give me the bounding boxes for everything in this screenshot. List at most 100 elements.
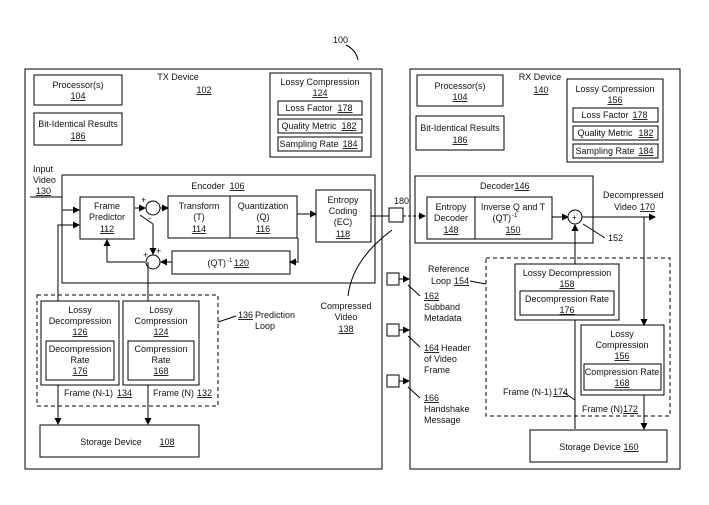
tx-loss-factor-label: Loss Factor bbox=[285, 103, 332, 113]
decoder-label: Decoder bbox=[480, 181, 514, 191]
frame-predictor-number: 112 bbox=[100, 224, 114, 234]
transform-label-2: (T) bbox=[193, 212, 205, 222]
rx-lossy-comp2-label-1: Lossy bbox=[610, 329, 634, 339]
rx-processor-label: Processor(s) bbox=[434, 81, 485, 91]
ref-loop-leader bbox=[469, 280, 487, 285]
num-152: 152 bbox=[608, 233, 623, 243]
encoder-frame bbox=[61, 174, 376, 284]
inverse-rx-label-1: Inverse Q and T bbox=[481, 202, 546, 212]
entropy-decoder-box bbox=[426, 196, 476, 240]
frame-predictor-label-2: Predictor bbox=[89, 212, 125, 222]
inverse-qt-number: 120 bbox=[234, 258, 249, 268]
header-label-2: of Video bbox=[424, 354, 457, 364]
rx-loss-factor-box bbox=[572, 107, 659, 123]
minus-sign: - bbox=[148, 213, 151, 223]
header-packet-icon bbox=[386, 323, 400, 337]
inverse-qt-sup: -1 bbox=[227, 258, 233, 264]
num-180: 180 bbox=[394, 196, 409, 206]
plus-sign-3: + bbox=[156, 246, 161, 256]
rx-device-title: RX Device bbox=[519, 72, 562, 82]
handshake-label-1: Handshake bbox=[424, 404, 470, 414]
rx-frame-n1-leader bbox=[562, 391, 576, 401]
transform-label-1: Transform bbox=[179, 201, 220, 211]
entropy-decoder-label-1: Entropy bbox=[435, 202, 467, 212]
tx-storage-number: 108 bbox=[159, 437, 174, 447]
tx-processor-number: 104 bbox=[70, 91, 85, 101]
tx-device-number: 102 bbox=[196, 85, 211, 95]
tx-lossy-decomp-label-2: Decompression bbox=[49, 316, 112, 326]
tx-lossy-comp2-number: 124 bbox=[153, 327, 168, 337]
rx-lossy-comp2-label-2: Compression bbox=[595, 340, 648, 350]
tx-storage-label: Storage Device bbox=[80, 437, 142, 447]
ref-loop-label-1: Reference bbox=[428, 264, 470, 274]
header-label-3: Frame bbox=[424, 365, 450, 375]
rx-bit-identical-label: Bit-Identical Results bbox=[420, 123, 500, 133]
figure-number: 100 bbox=[333, 35, 348, 45]
tx-decomp-rate-label-2: Rate bbox=[70, 355, 89, 365]
rx-decomp-rate-label: Decompression Rate bbox=[525, 294, 609, 304]
rx-quality-metric-label: Quality Metric bbox=[577, 128, 633, 138]
tx-decomp-rate-box bbox=[45, 340, 115, 381]
rx-decomp-rate-box bbox=[519, 290, 615, 316]
rx-bit-identical-number: 186 bbox=[452, 135, 467, 145]
handshake-number: 166 bbox=[424, 393, 439, 403]
rx-comp-rate-number: 168 bbox=[614, 378, 629, 388]
predictor-diag-line bbox=[139, 214, 154, 225]
rx-bit-identical-box bbox=[415, 115, 505, 151]
tx-decomp-rate-number: 176 bbox=[72, 366, 87, 376]
tx-sampling-rate-label: Sampling Rate bbox=[279, 139, 338, 149]
quantization-label-2: (Q) bbox=[257, 212, 270, 222]
tx-bit-identical-label: Bit-Identical Results bbox=[38, 119, 118, 129]
rx-storage-label: Storage Device bbox=[559, 442, 621, 452]
prediction-loop-number: 136 bbox=[238, 310, 253, 320]
subband-label-1: Subband bbox=[424, 302, 460, 312]
rx-processor-number: 104 bbox=[452, 92, 467, 102]
header-number: 164 bbox=[424, 343, 439, 353]
tx-comp-rate-box bbox=[127, 340, 195, 381]
tx-lossy-comp2-label-2: Compression bbox=[134, 316, 187, 326]
entropy-label-1: Entropy bbox=[327, 195, 359, 205]
rx-quality-metric-number: 182 bbox=[638, 128, 653, 138]
prediction-loop-frame bbox=[36, 294, 219, 407]
entropy-decoder-label-2: Decoder bbox=[434, 213, 468, 223]
rx-lossy-decomp-number: 158 bbox=[559, 279, 574, 289]
tx-lossy-decomp-label-1: Lossy bbox=[68, 305, 92, 315]
frame-predictor-label-1: Frame bbox=[94, 201, 120, 211]
decoder-frame bbox=[414, 175, 594, 244]
rx-sampling-rate-label: Sampling Rate bbox=[575, 146, 634, 156]
encoder-number: 106 bbox=[229, 181, 244, 191]
rx-device-frame bbox=[409, 68, 681, 470]
handshake-packet-icon bbox=[386, 374, 400, 388]
input-video-label-1: Input bbox=[33, 164, 54, 174]
tx-frame-n1-number: 134 bbox=[117, 388, 132, 398]
quant-to-inverse-arrow bbox=[289, 238, 299, 266]
rx-comp-rate-label: Compression Rate bbox=[585, 367, 660, 377]
prediction-loop-label-2: Loop bbox=[255, 321, 275, 331]
compressed-label-1: Compressed bbox=[320, 301, 371, 311]
inverse-rx-sup: -1 bbox=[512, 213, 518, 219]
tx-bit-identical-box bbox=[33, 112, 123, 146]
compressed-label-2: Video bbox=[335, 312, 358, 322]
tx-comp-rate-label-1: Compression bbox=[134, 344, 187, 354]
subband-label-2: Metadata bbox=[424, 313, 462, 323]
plus-sign: + bbox=[141, 195, 146, 205]
tx-lossy-compression-number: 124 bbox=[312, 88, 327, 98]
rx-quality-metric-box bbox=[572, 125, 659, 141]
tx-lossy-compression-label: Lossy Compression bbox=[280, 77, 359, 87]
inverse-qt-rx-box bbox=[474, 196, 553, 240]
tx-processor-box bbox=[33, 74, 123, 106]
junction-to-predictor-arrow bbox=[103, 239, 145, 263]
tx-processor-label: Processor(s) bbox=[52, 80, 103, 90]
tx-quality-metric-box bbox=[277, 118, 363, 134]
rx-storage-box bbox=[529, 429, 668, 463]
rx-lossy-compression-label: Lossy Compression bbox=[575, 84, 654, 94]
rx-lossy-compression-number: 156 bbox=[607, 95, 622, 105]
rx-comp-rate-box bbox=[583, 363, 662, 391]
quantization-label-1: Quantization bbox=[238, 201, 289, 211]
rx-frame-n-number: 172 bbox=[623, 404, 638, 414]
rx-frame-n1-label: Frame (N-1) bbox=[503, 387, 552, 397]
ref-loop-number: 154 bbox=[454, 276, 469, 286]
tx-comp-rate-number: 168 bbox=[153, 366, 168, 376]
figure-number-leader bbox=[345, 44, 359, 61]
